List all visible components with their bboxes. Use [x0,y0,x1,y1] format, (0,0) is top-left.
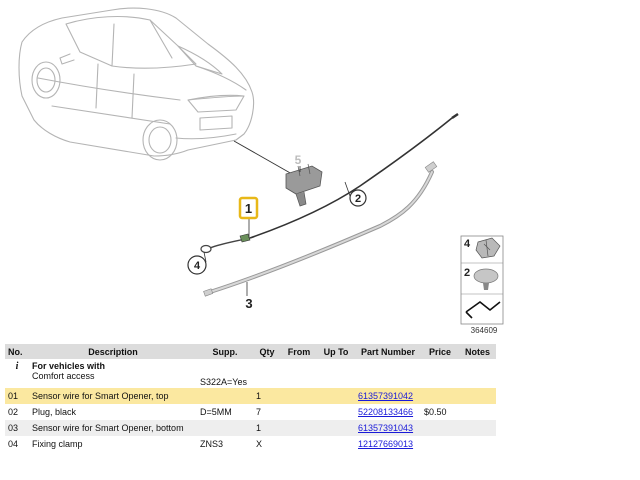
wire-route-icon [465,300,501,319]
row-description: Sensor wire for Smart Opener, top [29,388,197,404]
callout-3[interactable]: 3 [245,296,252,311]
car-illustration [18,7,255,161]
part-4-fixing-clamp-end [200,233,251,254]
col-header-part-number: Part Number [355,344,421,359]
col-header-supp: Supp. [197,344,253,359]
part-2-sensor-wire-top [249,112,459,239]
row-no: 04 [8,439,19,449]
col-header-upto: Up To [317,344,355,359]
clamp-icon [475,237,501,259]
row-supp [197,420,253,436]
row-qty: 1 [253,388,281,404]
row-upto [317,436,355,452]
callout-4-label: 4 [194,260,201,272]
col-header-qty: Qty [253,344,281,359]
legend-item-4-label: 4 [464,238,471,250]
col-header-price: Price [421,344,459,359]
part-number-link[interactable]: 61357391043 [358,423,414,433]
part-number-link[interactable]: 61357391042 [358,391,414,401]
info-icon: i [15,361,19,372]
row-description: Fixing clamp [32,439,83,449]
row-notes [459,420,496,436]
table-row[interactable]: 04 Fixing clamp ZNS3 X 12127669013 [5,436,496,452]
row-qty: 7 [256,407,262,417]
table-header-row: No. Description Supp. Qty From Up To Par… [5,344,496,359]
callout-1-label: 1 [245,201,252,216]
row-supp: ZNS3 [200,439,224,449]
diagram-reference-number: 364609 [471,326,498,335]
row-from [281,388,317,404]
callout-1-highlighted[interactable]: 1 [238,196,259,220]
table-row[interactable]: 03 Sensor wire for Smart Opener, bottom … [5,420,496,436]
info-row: i For vehicles with Comfort access S322A… [5,359,496,388]
callout-4[interactable]: 4 [187,255,207,275]
parts-diagram: 1 2 3 4 5 4 2 [18,7,504,335]
location-leader-line [233,140,293,175]
row-from [281,420,317,436]
row-no: 03 [5,420,29,436]
row-notes [459,404,496,420]
col-header-from: From [281,344,317,359]
row-upto [317,404,355,420]
callout-2-label: 2 [355,193,361,205]
plug-icon [473,268,499,290]
row-price: $0.50 [424,407,447,417]
row-no: 01 [5,388,29,404]
legend-item-2-label: 2 [464,267,470,279]
row-price [421,420,459,436]
row-notes [459,388,496,404]
part-number-link[interactable]: 12127669013 [358,439,414,449]
row-supp: D=5MM [200,407,232,417]
row-supp [197,388,253,404]
col-header-description: Description [29,344,197,359]
col-header-no: No. [5,344,29,359]
info-line-2: Comfort access [32,371,95,381]
bracket-illustration [285,163,323,207]
legend-panel: 4 2 364609 [460,235,504,335]
row-no: 02 [8,407,19,417]
row-description: Plug, black [32,407,77,417]
callout-5-ghost: 5 [295,153,302,167]
table-row[interactable]: 02 Plug, black D=5MM 7 52208133466 $0.50 [5,404,496,420]
callout-5-label: 5 [295,153,302,167]
col-header-notes: Notes [459,344,496,359]
part-number-link[interactable]: 52208133466 [358,407,414,417]
info-supp: S322A=Yes [200,377,247,387]
info-line-1: For vehicles with [32,361,106,371]
row-price [421,436,459,452]
callout-3-label: 3 [245,296,252,311]
row-notes [459,436,496,452]
callout-2[interactable]: 2 [349,189,367,207]
table-row[interactable]: 01 Sensor wire for Smart Opener, top 1 6… [5,388,496,404]
row-qty: 1 [253,420,281,436]
row-qty: X [256,439,263,449]
row-price [421,388,459,404]
row-upto [317,388,355,404]
part-3-sensor-wire-bottom [203,161,438,297]
row-description: Sensor wire for Smart Opener, bottom [29,420,197,436]
row-upto [317,420,355,436]
row-from [281,436,317,452]
row-from [281,404,317,420]
parts-table: No. Description Supp. Qty From Up To Par… [5,344,496,452]
